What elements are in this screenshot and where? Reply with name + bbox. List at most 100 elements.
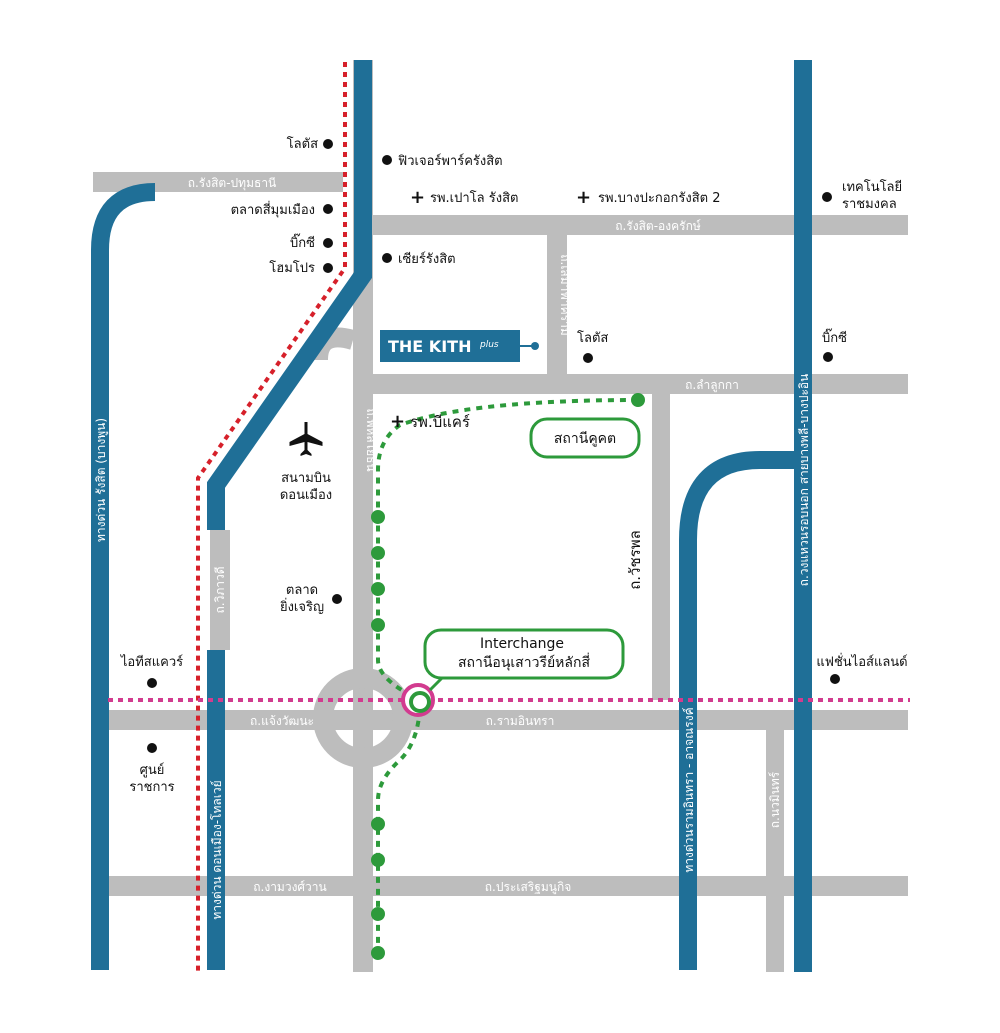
- poi-zeer: เซียร์รังสิต: [382, 251, 456, 267]
- poi-label: แฟชั่นไอส์แลนด์: [816, 653, 907, 670]
- dot-icon: [323, 139, 333, 149]
- poi-big-c-1: บิ๊กซี: [290, 233, 333, 251]
- dot-icon: [323, 238, 333, 248]
- poi-talad-ying-charoen: ตลาด ยิ่งเจริญ: [280, 583, 342, 615]
- dot-icon: [323, 263, 333, 273]
- station-interchange-en: Interchange: [480, 636, 564, 652]
- poi-rmutt: เทคโนโลยี ราชมงคล: [822, 179, 902, 212]
- poi-talad-si-mum: ตลาดสี่มุมเมือง: [231, 201, 333, 218]
- road-label-sema-fa-khram: ถ.เสมาฟ้าคราม: [558, 254, 572, 336]
- poi-label: ตลาดสี่มุมเมือง: [231, 201, 315, 218]
- road-label-ngam-wong-wan: ถ.งามวงศ์วาน: [253, 880, 326, 894]
- poi-label: ยิ่งเจริญ: [280, 598, 324, 615]
- dot-icon: [823, 352, 833, 362]
- green-station-dot: [371, 618, 385, 632]
- poi-label: โฮมโปร: [269, 260, 315, 276]
- dot-icon: [382, 253, 392, 263]
- cross-icon: +: [390, 411, 405, 432]
- poi-homepro: โฮมโปร: [269, 260, 333, 276]
- poi-label: ดอนเมือง: [280, 487, 332, 503]
- road-vibhavadi: [210, 530, 230, 650]
- station-khu-khot-label: สถานีคูคต: [554, 431, 616, 447]
- poi-lotus-2: โลตัส: [577, 330, 608, 363]
- expressway-left: [91, 183, 156, 970]
- interchange-marker: [401, 683, 435, 717]
- expressway-don-mueang-upper: [207, 60, 372, 530]
- poi-fashion-island: แฟชั่นไอส์แลนด์: [816, 653, 908, 684]
- logo-suffix: plus: [479, 340, 499, 350]
- green-station-dot: [371, 907, 385, 921]
- road-label-prasert-manukit: ถ.ประเสริฐมนูกิจ: [485, 880, 572, 895]
- dot-icon: [147, 743, 157, 753]
- road-label-rangsit-ongkarak: ถ.รังสิต-องครักษ์: [615, 219, 701, 233]
- poi-label: บิ๊กซี: [822, 328, 847, 346]
- dot-icon: [583, 353, 593, 363]
- poi-big-c-2: บิ๊กซี: [822, 328, 847, 362]
- interchange-inner: [409, 691, 431, 713]
- road-label-lam-luk-ka: ถ.ลำลูกกา: [685, 378, 739, 393]
- dot-icon: [382, 155, 392, 165]
- green-station-dot: [371, 853, 385, 867]
- poi-hospital-bcare: + รพ.บีแคร์: [390, 411, 470, 432]
- poi-it-square: ไอทีสแควร์: [120, 654, 183, 688]
- poi-label: ศูนย์: [140, 762, 165, 778]
- poi-label: บิ๊กซี: [290, 233, 315, 251]
- road-label-watcharaphon: ถ.วัชรพล: [626, 530, 644, 590]
- poi-airport: สนามบิน ดอนเมือง: [280, 422, 332, 503]
- poi-govt-center: ศูนย์ ราชการ: [129, 743, 175, 795]
- expressway-label-don-mueang: ทางด่วน ดอนเมือง-โทลเวย์: [210, 780, 224, 919]
- poi-label: รพ.บีแคร์: [410, 413, 470, 431]
- poi-label: ราชมงคล: [842, 197, 897, 212]
- poi-label: ฟิวเจอร์พาร์ครังสิต: [398, 153, 503, 169]
- poi-label: โลตัส: [287, 136, 318, 152]
- expressway-label-ram-inthra-at: ทางด่วนรามอินทรา - อาจณรงค์: [682, 707, 696, 872]
- road-label-ram-inthra: ถ.รามอินทรา: [486, 714, 555, 728]
- poi-label: ตลาด: [286, 583, 318, 598]
- road-watcharaphon: [652, 394, 670, 700]
- poi-label: ไอทีสแควร์: [120, 654, 183, 670]
- dot-icon: [830, 674, 840, 684]
- poi-label: รพ.บางปะกอกรังสิต 2: [598, 191, 720, 206]
- dot-icon: [332, 594, 342, 604]
- green-station-dot: [371, 510, 385, 524]
- poi-label: เซียร์รังสิต: [398, 251, 456, 267]
- green-station-dot-khu-khot: [631, 393, 645, 407]
- road-sema-fa-khram: [547, 215, 567, 375]
- road-label-phahonyothin: ถ.พหลโยธิน: [364, 408, 378, 471]
- road-network: [93, 60, 908, 972]
- road-label-chaeng-watthana: ถ.แจ้งวัฒนะ: [250, 714, 314, 728]
- poi-label: สนามบิน: [281, 471, 331, 486]
- station-interchange-th: สถานีอนุเสาวรีย์หลักสี่: [458, 653, 590, 671]
- road-label-vibhavadi: ถ.วิภาวดี: [213, 567, 227, 614]
- project-logo: THE KITH plus: [380, 330, 539, 362]
- cross-icon: +: [410, 187, 425, 208]
- location-pin-icon: [531, 342, 539, 350]
- station-khu-khot-box: [529, 417, 641, 459]
- dot-icon: [822, 192, 832, 202]
- poi-lotus-1: โลตัส: [287, 136, 333, 152]
- poi-label: เทคโนโลยี: [842, 179, 902, 195]
- road-rangsit-ongkarak: [370, 215, 908, 235]
- dot-icon: [147, 678, 157, 688]
- road-lam-luk-ka: [370, 374, 908, 394]
- logo-text: THE KITH: [388, 337, 471, 356]
- roundabout: [313, 668, 413, 768]
- green-station-dot: [371, 817, 385, 831]
- poi-label: รพ.เปาโล รังสิต: [430, 190, 518, 206]
- red-line-rail: [196, 62, 347, 972]
- cross-icon: +: [576, 187, 591, 208]
- expressway-label-outer-ring: ถ.วงแหวนรอบนอก สายบางพลี-บางปะอิน: [797, 374, 811, 587]
- road-ngamwong-prasert: [108, 876, 908, 896]
- station-interchange-callout: Interchange สถานีอนุเสาวรีย์หลักสี่: [423, 628, 625, 692]
- expressway-network: [91, 60, 812, 972]
- green-line-path: [376, 398, 639, 958]
- station-khu-khot-callout: สถานีคูคต: [529, 417, 641, 459]
- poi-future-park: ฟิวเจอร์พาร์ครังสิต: [382, 153, 503, 169]
- airplane-icon: [289, 422, 323, 456]
- green-station-dot: [371, 946, 385, 960]
- road-nawamin: [766, 730, 784, 972]
- poi-label: ราชการ: [129, 780, 174, 795]
- road-label-nawamin: ถ.นวมินทร์: [768, 771, 782, 828]
- dot-icon: [323, 204, 333, 214]
